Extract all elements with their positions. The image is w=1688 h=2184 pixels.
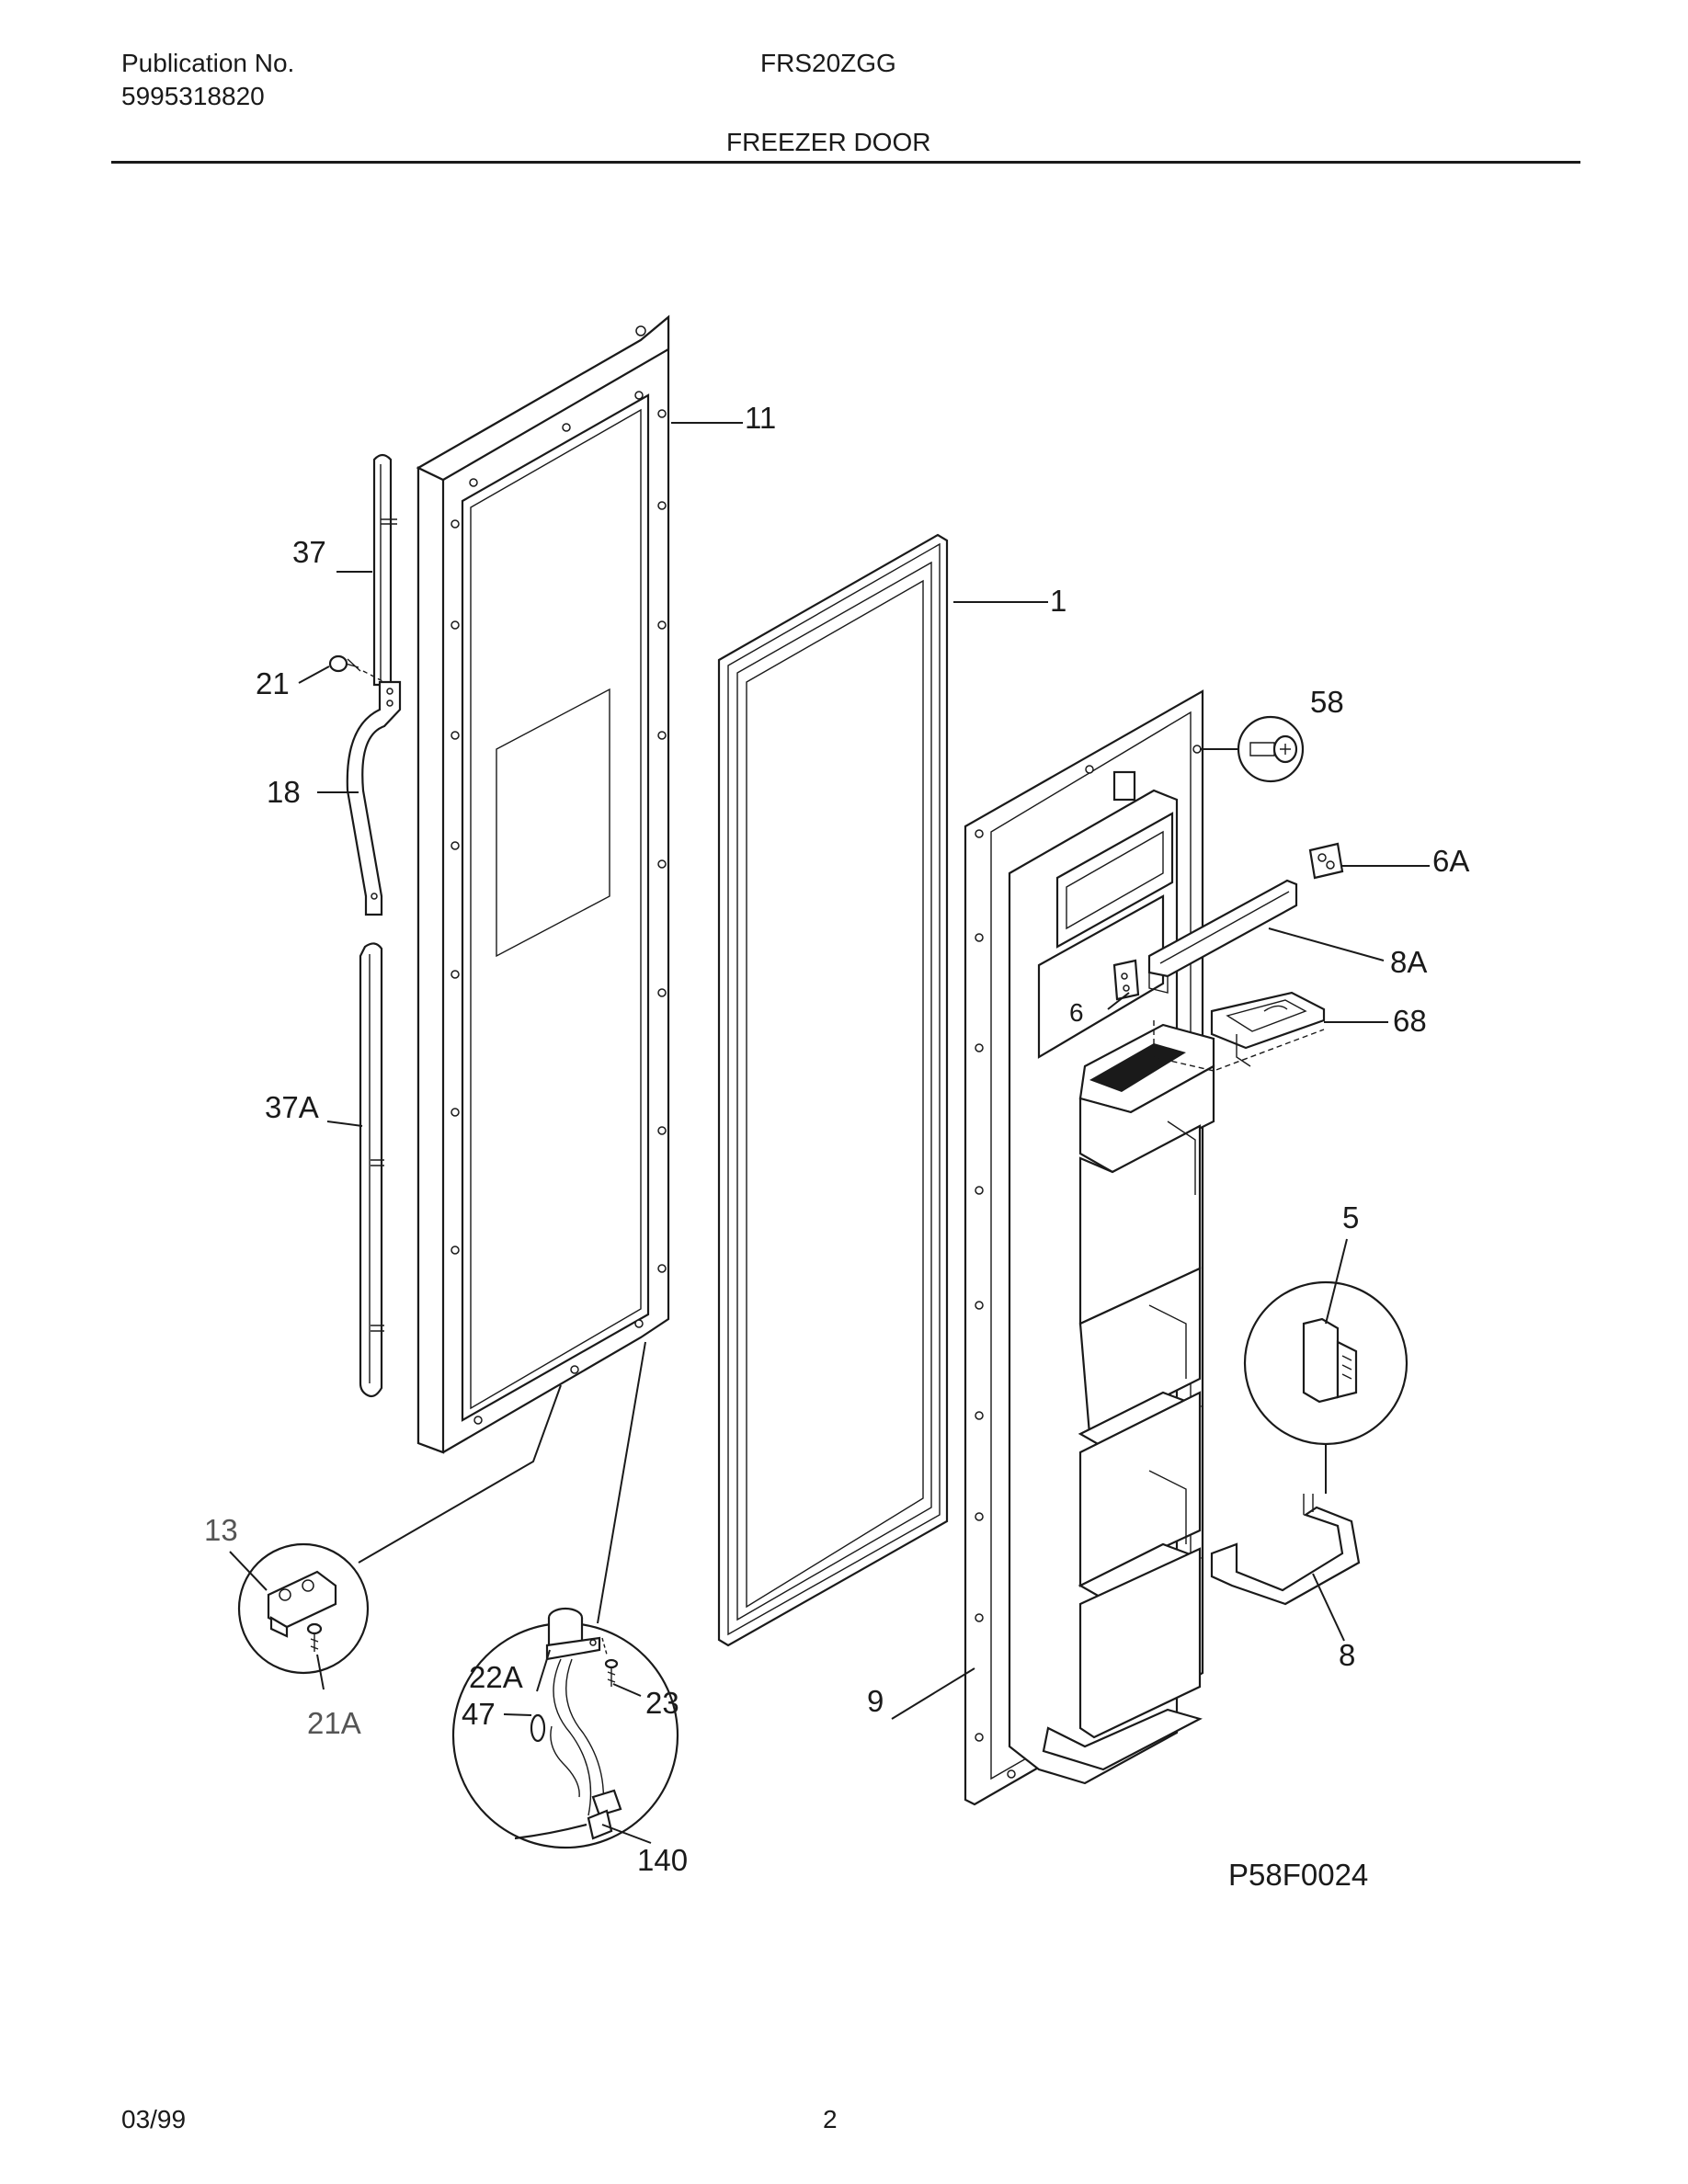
publication-number: 5995318820 — [121, 82, 265, 110]
rail-8a — [1147, 879, 1298, 994]
leader-lines — [229, 422, 1430, 1844]
door-handle — [346, 680, 402, 916]
callout-8a: 8A — [1390, 945, 1427, 979]
handle-trim-upper — [372, 453, 397, 687]
callout-6: 6 — [1069, 998, 1084, 1027]
clip-5-detail — [1243, 1280, 1409, 1446]
header-rule — [111, 161, 1580, 164]
bracket-6 — [1112, 959, 1140, 1001]
callout-47: 47 — [462, 1697, 496, 1731]
callout-21: 21 — [256, 666, 290, 700]
callout-37: 37 — [292, 535, 326, 569]
screw-21 — [328, 654, 385, 683]
callout-13: 13 — [204, 1513, 238, 1547]
door-gasket — [717, 533, 949, 1647]
callout-9: 9 — [867, 1684, 884, 1718]
model-number: FRS20ZGG — [760, 49, 896, 77]
callout-37a: 37A — [265, 1090, 319, 1124]
callout-11: 11 — [745, 401, 776, 435]
drawing-code: P58F0024 — [1228, 1858, 1368, 1892]
callout-68: 68 — [1393, 1004, 1427, 1038]
callout-140: 140 — [637, 1843, 688, 1877]
callout-8: 8 — [1339, 1638, 1355, 1672]
publication-label: Publication No. — [121, 49, 295, 77]
shelf-8 — [1210, 1494, 1361, 1606]
liner-holes — [975, 745, 1202, 1779]
callout-5: 5 — [1342, 1200, 1359, 1234]
callout-21a: 21A — [307, 1706, 361, 1740]
cover-68 — [1153, 991, 1326, 1072]
hinge-detail — [237, 1542, 370, 1675]
footer-date: 03/99 — [121, 2105, 187, 2133]
callout-6a: 6A — [1432, 844, 1469, 878]
callout-18: 18 — [267, 775, 301, 809]
handle-trim-lower — [359, 942, 384, 1398]
page-number: 2 — [823, 2105, 838, 2133]
switch-detail — [451, 1607, 679, 1849]
callout-58: 58 — [1310, 685, 1344, 719]
door-panel-holes — [451, 325, 667, 1425]
callout-labels: 11 1 37 21 18 37A 58 6A 8A 6 68 5 8 9 13… — [204, 401, 1469, 1892]
callout-1: 1 — [1050, 584, 1066, 618]
callout-22a: 22A — [469, 1660, 523, 1694]
section-title: FREEZER DOOR — [726, 128, 931, 156]
inner-door-liner — [964, 689, 1215, 1806]
bracket-6a — [1308, 842, 1344, 880]
screw-58-detail — [1237, 715, 1305, 783]
callout-23: 23 — [645, 1686, 679, 1720]
outer-door-panel — [416, 314, 670, 1454]
